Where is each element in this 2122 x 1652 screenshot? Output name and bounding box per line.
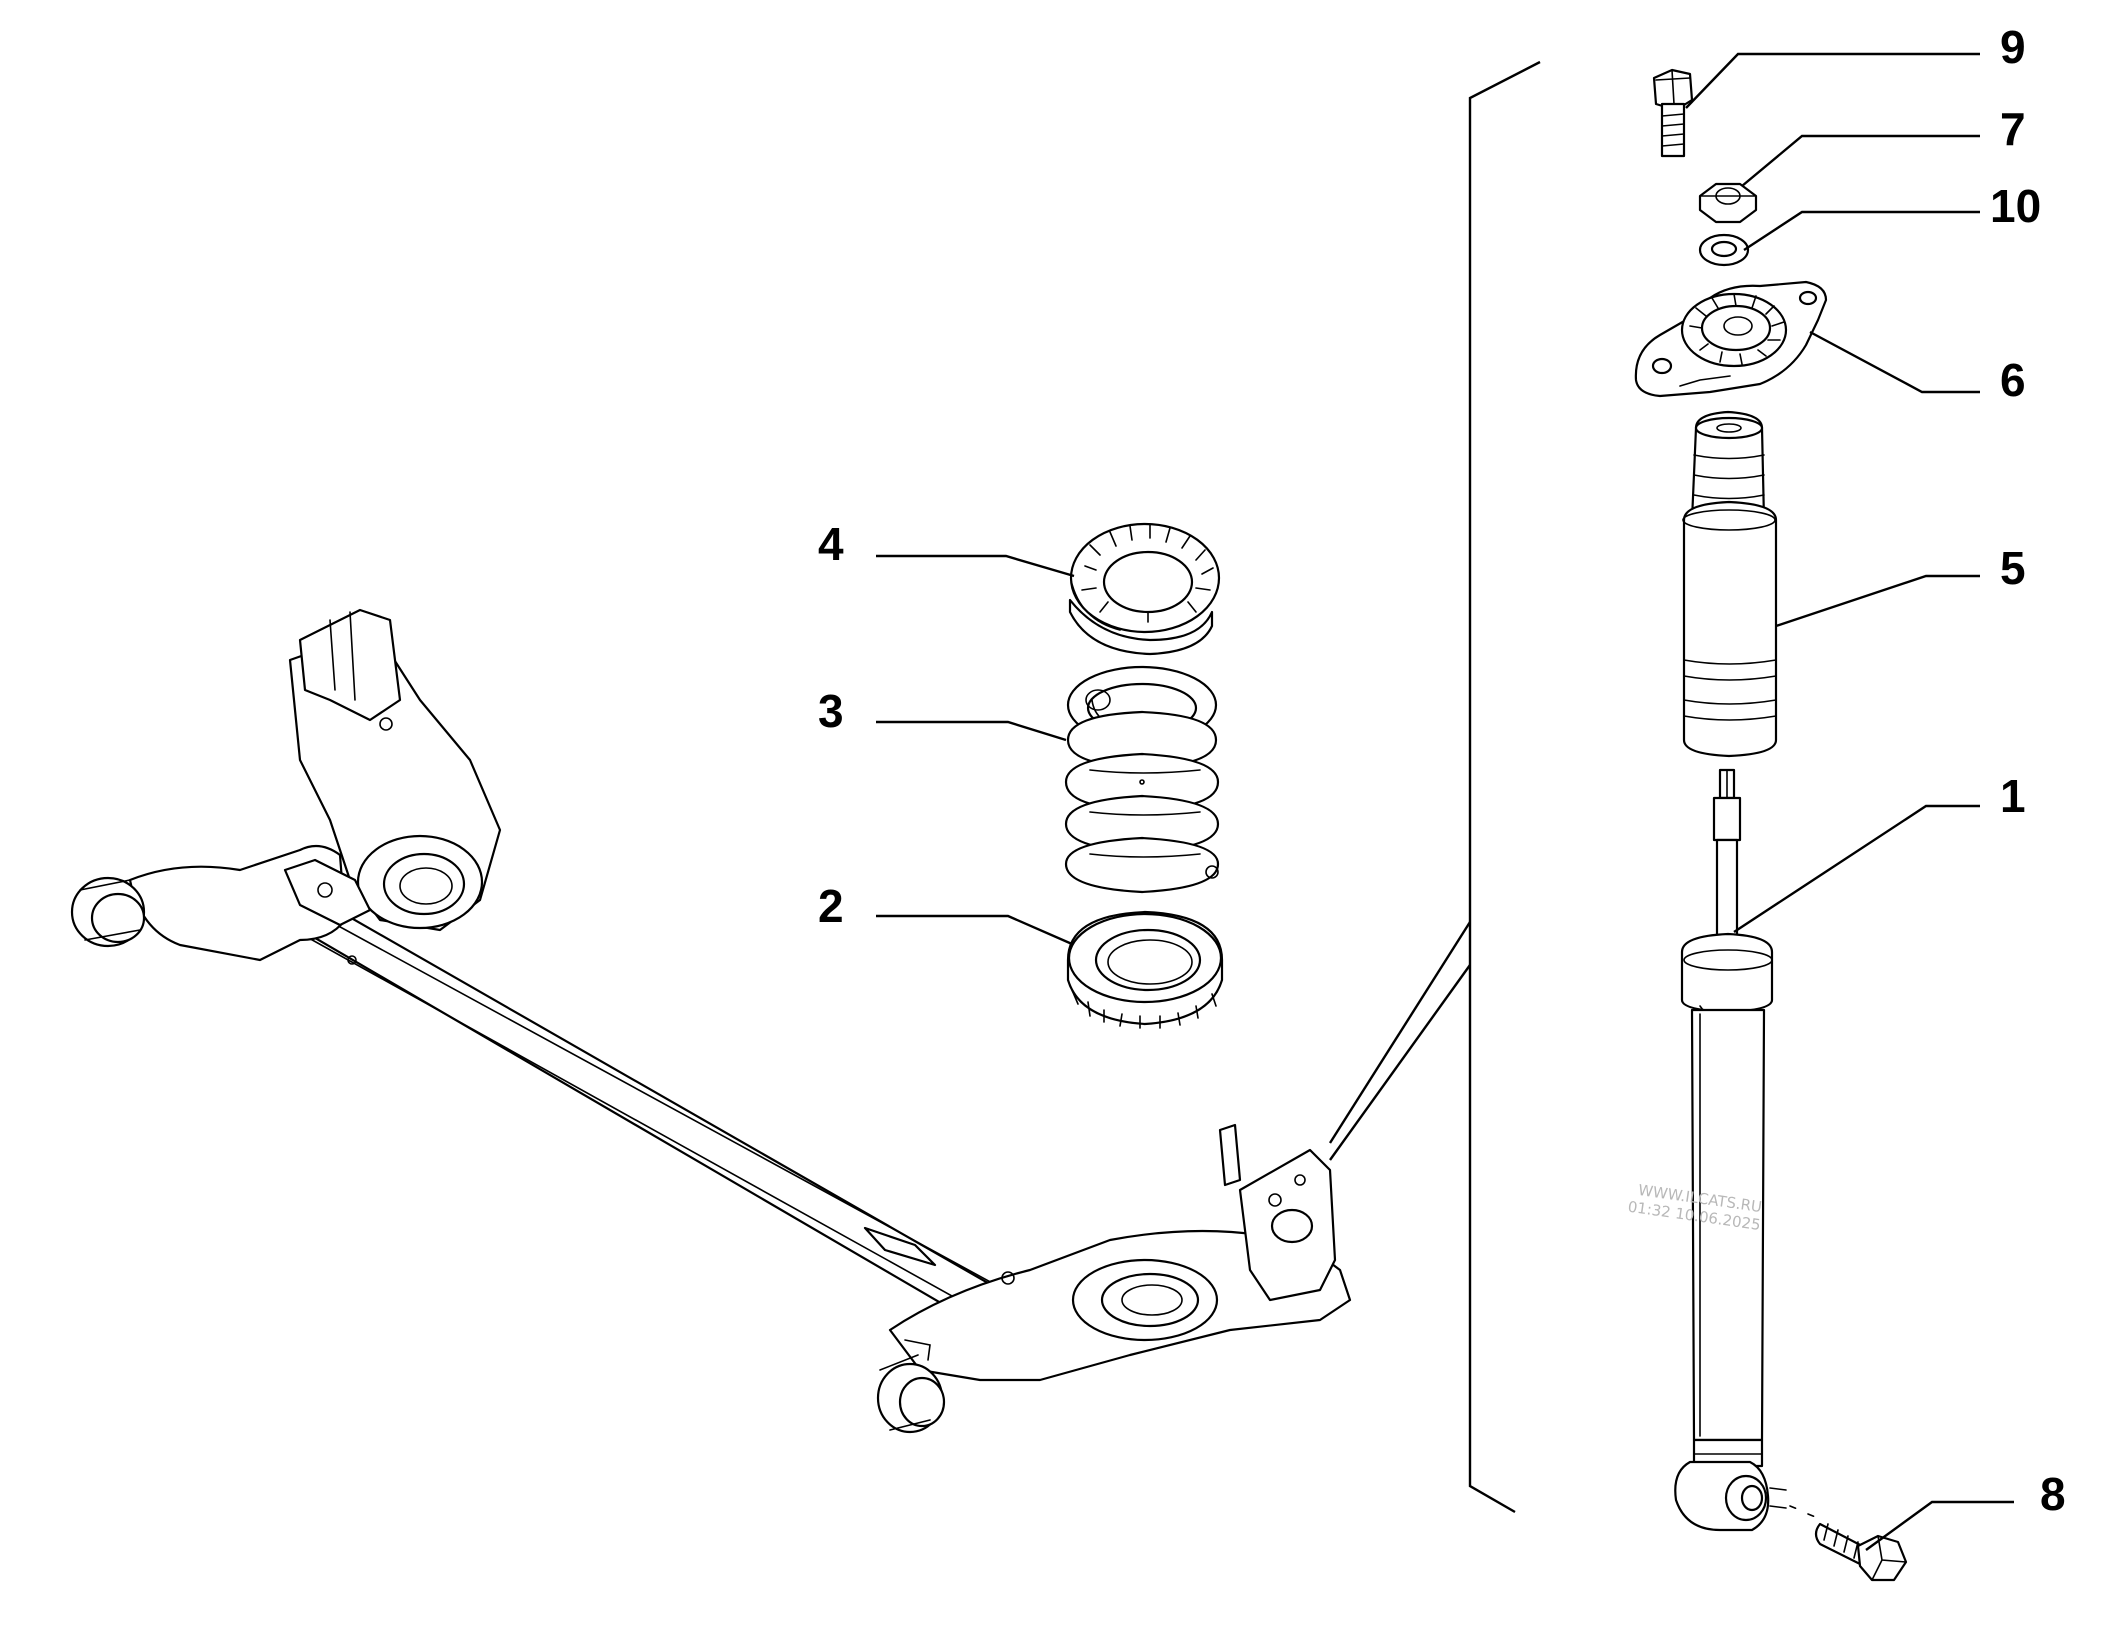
coil-spring <box>1064 665 1220 894</box>
leader-1 <box>1733 804 1980 934</box>
lower-spring-seat <box>1066 910 1224 1029</box>
leader-6 <box>1809 330 1980 394</box>
leader-5 <box>1775 574 1980 628</box>
upper-spring-seat <box>1068 522 1221 656</box>
callout-4: 4 <box>818 518 844 570</box>
leader-3 <box>876 720 1067 742</box>
leader-9 <box>1685 52 1980 109</box>
callout-1: 1 <box>2000 770 2026 822</box>
leader-4 <box>876 554 1075 578</box>
leader-2 <box>876 914 1073 946</box>
callout-numbers: 9 7 10 6 5 4 3 2 1 8 <box>818 21 2066 1520</box>
callout-9: 9 <box>2000 21 2026 73</box>
callout-8: 8 <box>2040 1468 2066 1520</box>
hex-bolt-top <box>1652 68 1694 158</box>
hex-bolt-bottom <box>1814 1522 1908 1582</box>
washer <box>1698 233 1750 267</box>
callout-3: 3 <box>818 685 844 737</box>
callout-6: 6 <box>2000 354 2026 406</box>
hex-nut <box>1698 182 1758 224</box>
assembly-bracket-line <box>1328 60 1541 1514</box>
callout-10: 10 <box>1990 180 2041 232</box>
callout-2: 2 <box>818 880 844 932</box>
leader-lines <box>876 52 2014 1551</box>
leader-10 <box>1743 210 1980 252</box>
rear-axle-beam <box>70 608 1352 1434</box>
shock-absorber <box>1674 768 1819 1532</box>
leader-7 <box>1741 134 1980 187</box>
callout-7: 7 <box>2000 103 2026 155</box>
callout-5: 5 <box>2000 542 2026 594</box>
top-mount <box>1634 280 1828 398</box>
bump-stop-dust-cover <box>1682 410 1778 758</box>
leader-8 <box>1865 1500 2014 1551</box>
